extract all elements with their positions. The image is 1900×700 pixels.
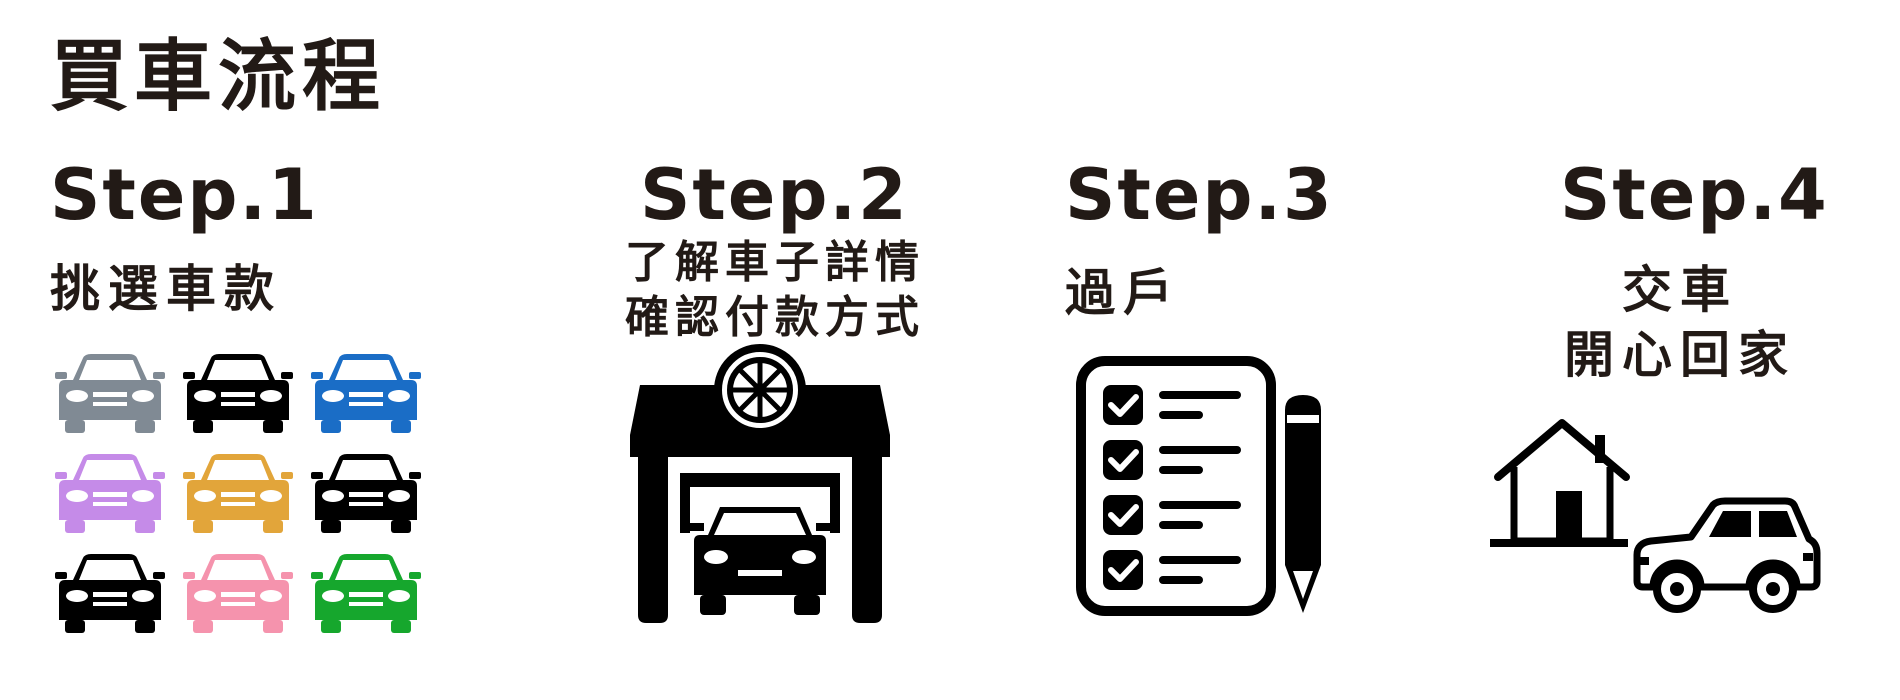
page-title: 買車流程 bbox=[50, 32, 387, 122]
step-3-desc: 過戶 bbox=[1065, 262, 1181, 325]
car-icon bbox=[55, 554, 165, 633]
car-garage-icon bbox=[630, 344, 890, 623]
step-1-desc: 挑選車款 bbox=[50, 258, 282, 321]
checklist-row bbox=[1103, 385, 1241, 425]
car-icon bbox=[55, 354, 165, 433]
step-2-desc-line: 了解車子詳情 bbox=[625, 237, 925, 288]
car-side-icon bbox=[1633, 497, 1821, 613]
step-4-desc-line: 開心回家 bbox=[1564, 326, 1796, 384]
step-2-label: Step.2 bbox=[640, 154, 909, 236]
step-1-desc-line: 挑選車款 bbox=[50, 260, 282, 318]
step-4-label: Step.4 bbox=[1560, 154, 1829, 236]
step-4-desc: 交車 開心回家 bbox=[1515, 258, 1845, 388]
car-icon bbox=[183, 554, 293, 633]
house-icon bbox=[1490, 419, 1630, 547]
step-1-label: Step.1 bbox=[50, 154, 319, 236]
step-2-desc-line: 確認付款方式 bbox=[625, 292, 925, 343]
car-icon bbox=[311, 454, 421, 533]
step-2-desc: 了解車子詳情 確認付款方式 bbox=[610, 235, 940, 345]
car-icon bbox=[55, 454, 165, 533]
checklist-row bbox=[1103, 440, 1241, 480]
car-icon bbox=[311, 354, 421, 433]
step-3-desc-line: 過戶 bbox=[1065, 264, 1181, 322]
car-icon bbox=[183, 354, 293, 433]
car-icon bbox=[183, 454, 293, 533]
checklist-row bbox=[1103, 495, 1241, 535]
step-4-desc-line: 交車 bbox=[1622, 261, 1738, 319]
checklist-icon bbox=[1076, 356, 1321, 616]
car-icon bbox=[311, 554, 421, 633]
checklist-row bbox=[1103, 550, 1241, 590]
step-3-label: Step.3 bbox=[1065, 154, 1334, 236]
